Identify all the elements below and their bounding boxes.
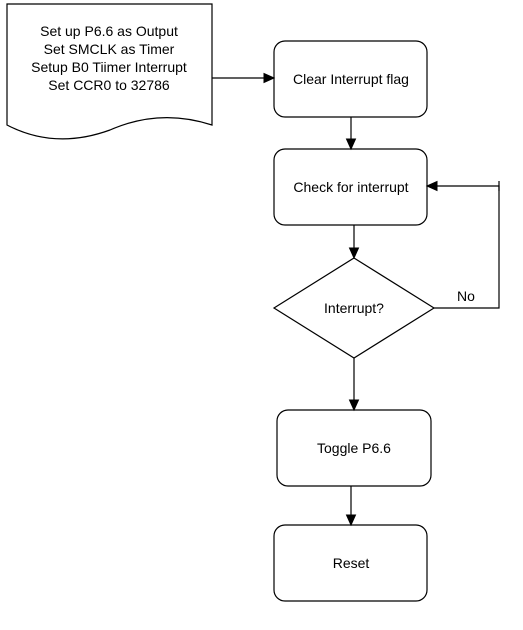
edge-no-loop-back: No [425, 180, 500, 309]
arrowhead [263, 72, 276, 84]
setup-document-shape [6, 3, 213, 140]
setup-line-4: Set CCR0 to 32786 [48, 77, 170, 93]
interrupt-decision-node[interactable]: Interrupt? [272, 257, 436, 359]
arrowhead [425, 180, 438, 192]
edge-check-to-decision [348, 225, 360, 260]
setup-line-1: Set up P6.6 as Output [40, 23, 178, 39]
edge-toggle-to-reset [345, 486, 357, 527]
edge-decision-to-toggle [348, 358, 360, 412]
setup-document-node[interactable]: Set up P6.6 as Output Set SMCLK as Timer… [6, 3, 213, 140]
clear-flag-node[interactable]: Clear Interrupt flag [273, 40, 428, 118]
check-interrupt-node[interactable]: Check for interrupt [273, 148, 428, 226]
no-edge-label: No [457, 288, 475, 304]
setup-line-3: Setup B0 Tiimer Interrupt [31, 59, 187, 75]
interrupt-decision-label: Interrupt? [324, 300, 384, 316]
setup-line-2: Set SMCLK as Timer [44, 41, 175, 57]
edge-clear-flag-to-check [345, 117, 357, 151]
arrowhead [345, 138, 357, 151]
check-interrupt-label: Check for interrupt [293, 179, 408, 195]
toggle-node[interactable]: Toggle P6.6 [276, 409, 432, 487]
arrowhead [348, 399, 360, 412]
arrowhead [348, 247, 360, 260]
edge-setup-to-clear-flag [212, 72, 276, 84]
clear-flag-label: Clear Interrupt flag [293, 71, 409, 87]
toggle-label: Toggle P6.6 [317, 440, 391, 456]
arrowhead [345, 514, 357, 527]
reset-label: Reset [333, 555, 370, 571]
reset-node[interactable]: Reset [273, 524, 428, 602]
